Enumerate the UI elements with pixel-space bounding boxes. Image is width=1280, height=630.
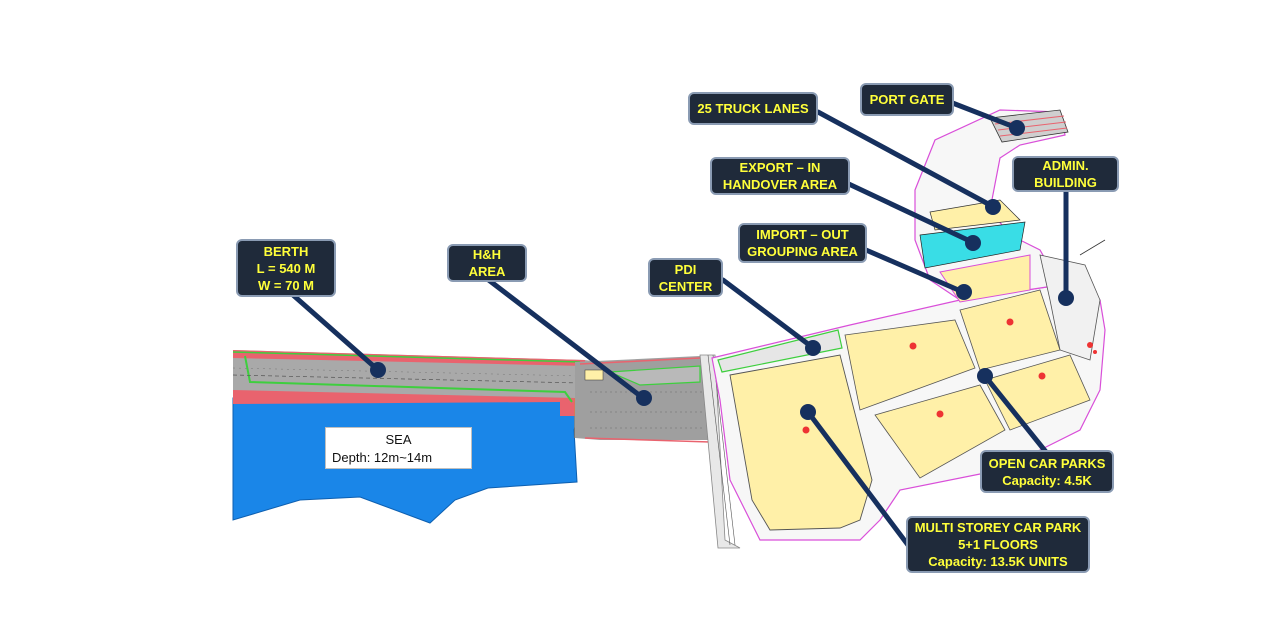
import-out-line2: GROUPING AREA (747, 244, 858, 259)
callout-hh-area: H&H AREA (447, 244, 527, 282)
leader-line-pdi-center (720, 277, 815, 350)
berth-width: W = 70 M (258, 277, 314, 293)
callout-export-in: EXPORT – IN HANDOVER AREA (710, 157, 850, 195)
callout-admin-building: ADMIN. BUILDING (1012, 156, 1119, 192)
callout-open-car-parks: OPEN CAR PARKS Capacity: 4.5K (980, 450, 1114, 493)
marker-port-gate (1009, 120, 1025, 136)
leader-line-hh-area (483, 275, 646, 401)
port-gate-label: PORT GATE (869, 92, 945, 107)
callout-pdi-center: PDI CENTER (648, 258, 723, 297)
multi-storey-car-park (729, 354, 873, 531)
sea-title: SEA (385, 432, 412, 447)
marker-multi-storey (800, 404, 816, 420)
export-in-line2: HANDOVER AREA (722, 177, 838, 192)
marker-pdi-center (805, 340, 821, 356)
callout-multi-storey: MULTI STOREY CAR PARK 5+1 FLOORS Capacit… (906, 516, 1090, 573)
admin-building (1039, 239, 1106, 361)
export-in-line1: EXPORT – IN (739, 160, 821, 175)
leader-lines (290, 99, 1069, 548)
marker-hh-area (636, 390, 652, 406)
truck-lanes-label: 25 TRUCK LANES (697, 101, 809, 116)
callout-truck-lanes: 25 TRUCK LANES (688, 92, 818, 125)
multi-storey-line1: MULTI STOREY CAR PARK (914, 520, 1082, 535)
leader-line-truck-lanes (815, 109, 995, 209)
marker-open-car-parks (977, 368, 993, 384)
callout-import-out: IMPORT – OUT GROUPING AREA (738, 223, 867, 263)
port-gate-lanes (989, 109, 1069, 143)
pdi-line2: CENTER (658, 278, 713, 294)
import-out-line1: IMPORT – OUT (756, 227, 849, 242)
marker-berth (370, 362, 386, 378)
leader-dots (370, 120, 1074, 420)
marker-import-out (956, 284, 972, 300)
leader-line-import-out (863, 247, 966, 295)
admin-line1: ADMIN. (1042, 158, 1089, 173)
berth-length: L = 540 M (256, 260, 316, 276)
sea-label-box: SEA Depth: 12m~14m (325, 427, 472, 469)
admin-line2: BUILDING (1034, 175, 1097, 190)
leader-line-port-gate (947, 99, 1020, 131)
leader-line-export-in (833, 175, 975, 245)
callout-port-gate: PORT GATE (860, 83, 954, 116)
leader-line-multi-storey (805, 409, 911, 548)
marker-admin-building (1058, 290, 1074, 306)
berth-quay (232, 350, 600, 438)
callout-berth: BERTH L = 540 M W = 70 M (236, 239, 336, 297)
marker-truck-lanes (985, 199, 1001, 215)
marker-export-in (965, 235, 981, 251)
hh-area-line2: AREA (468, 264, 506, 279)
sea-depth: Depth: 12m~14m (332, 450, 433, 465)
pdi-line1: PDI (674, 261, 697, 277)
berth-title: BERTH (263, 243, 309, 259)
leader-line-open-car-parks (982, 373, 1049, 455)
leader-line-berth (290, 292, 381, 373)
multi-storey-line3: Capacity: 13.5K UNITS (928, 554, 1068, 569)
open-car-parks-line1: OPEN CAR PARKS (988, 455, 1106, 471)
open-car-parks-line2: Capacity: 4.5K (1002, 472, 1092, 488)
hh-area-line1: H&H (472, 247, 502, 262)
multi-storey-line2: 5+1 FLOORS (958, 537, 1038, 552)
